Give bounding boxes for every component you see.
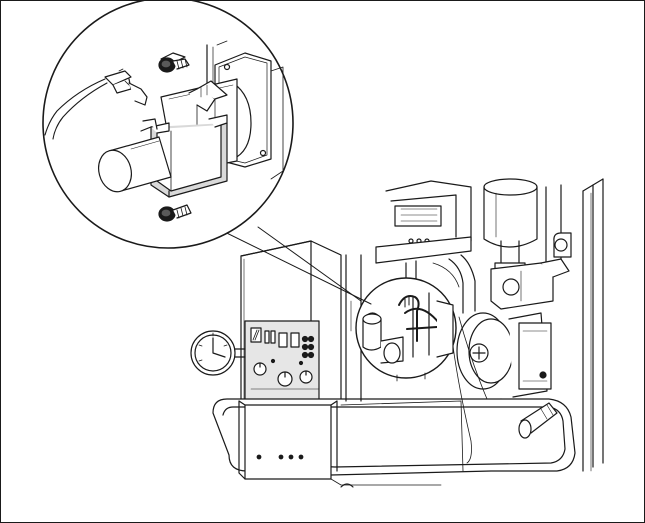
upper-rear-assembly (375, 180, 472, 264)
pump-valve-body (490, 258, 570, 310)
central-pipework (405, 254, 476, 314)
detail-circle-small (355, 277, 457, 382)
right-frame-rails (582, 178, 604, 472)
probe-tip (98, 136, 172, 193)
lower-screw (158, 204, 192, 222)
pressure-gauge (190, 330, 246, 376)
front-lower-panel (238, 400, 442, 488)
circulation-pump (456, 312, 552, 452)
vertical-pipe (545, 184, 572, 264)
connector-plug (44, 68, 148, 140)
upper-screw (158, 52, 190, 73)
boiler-assembly (190, 178, 604, 488)
zoom-detail-circle (42, 1, 294, 249)
mounting-bracket (140, 114, 228, 198)
drain-valve (518, 402, 558, 439)
control-box (240, 240, 342, 404)
expansion-vessel (483, 178, 538, 272)
cable (450, 316, 488, 464)
top-clip (188, 80, 228, 112)
